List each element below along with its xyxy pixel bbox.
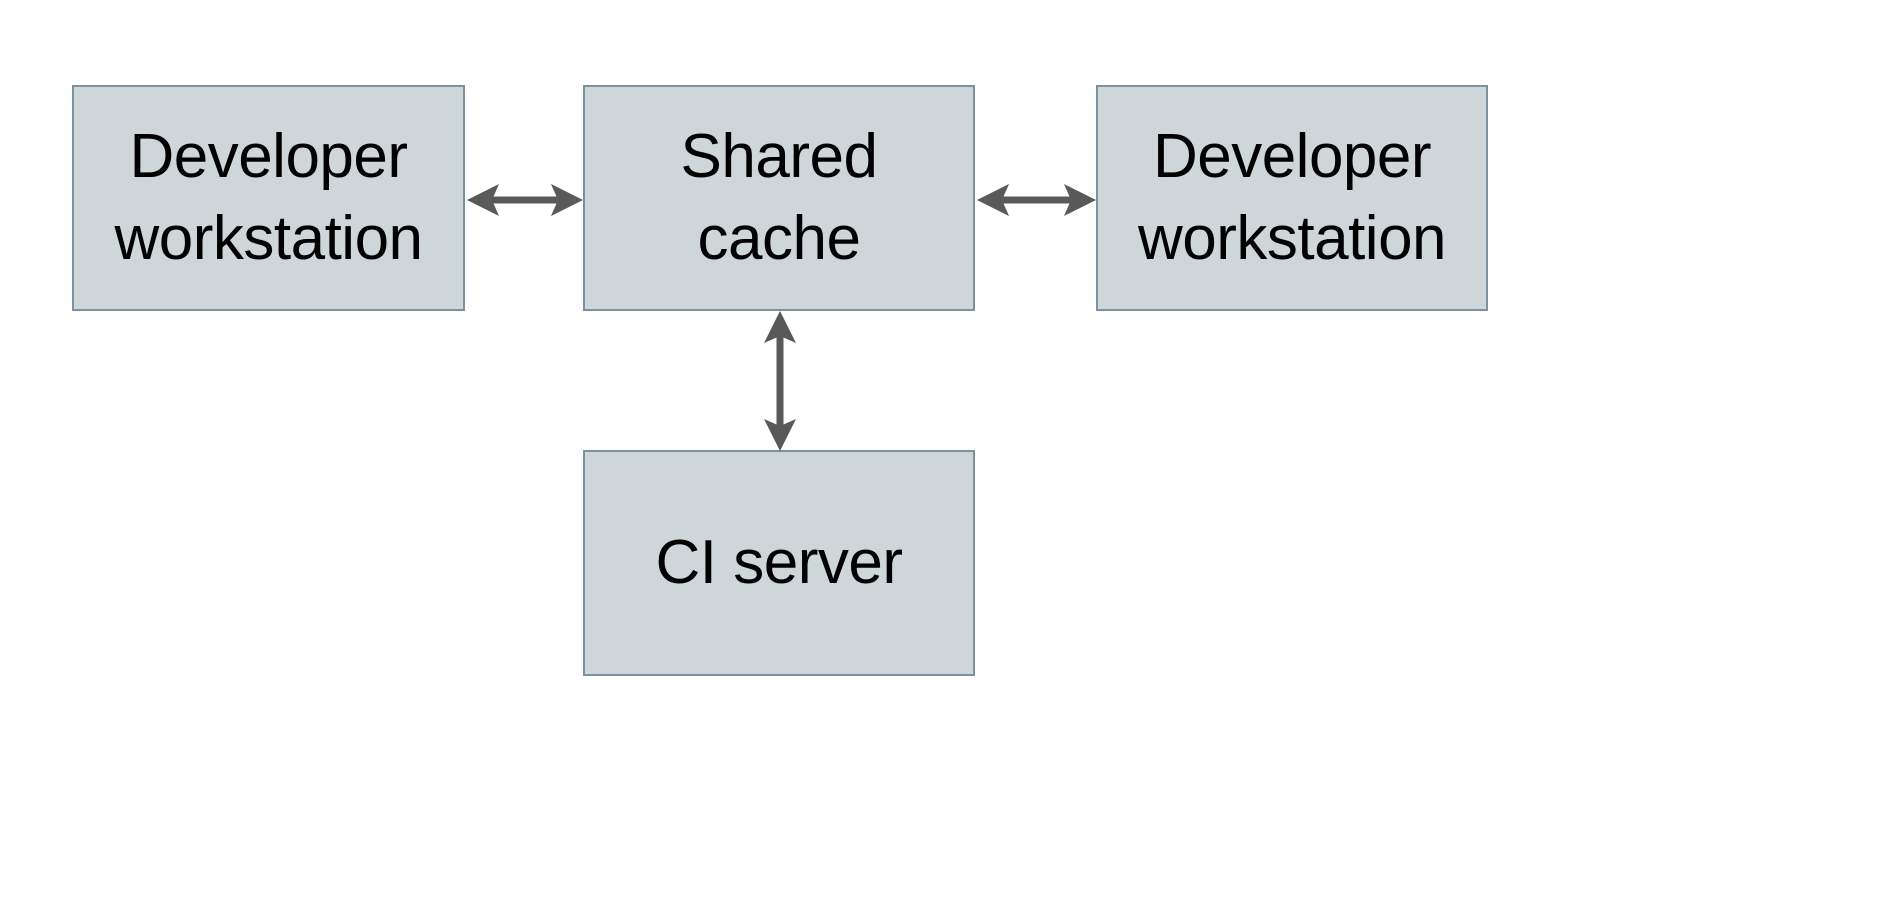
node-ci-server[interactable]: CI server xyxy=(583,450,975,676)
arrowhead-up-icon xyxy=(764,311,796,343)
node-developer-workstation-right[interactable]: Developer workstation xyxy=(1096,85,1488,311)
node-label: Developer workstation xyxy=(114,122,423,273)
arrowhead-left-icon xyxy=(467,184,499,216)
connector-shared-cache-to-developer-right[interactable] xyxy=(975,160,1098,240)
arrowhead-right-icon xyxy=(551,184,583,216)
node-developer-workstation-left[interactable]: Developer workstation xyxy=(72,85,465,311)
connector-developer-left-to-shared-cache[interactable] xyxy=(465,160,585,240)
node-label: Developer workstation xyxy=(1137,122,1447,273)
node-label: CI server xyxy=(655,528,903,598)
arrowhead-right-icon xyxy=(1064,184,1096,216)
connector-shared-cache-to-ci-server[interactable] xyxy=(740,309,820,453)
arrowhead-left-icon xyxy=(977,184,1009,216)
node-shared-cache[interactable]: Shared cache xyxy=(583,85,975,311)
arrowhead-down-icon xyxy=(764,419,796,451)
node-label: Shared cache xyxy=(680,122,878,273)
